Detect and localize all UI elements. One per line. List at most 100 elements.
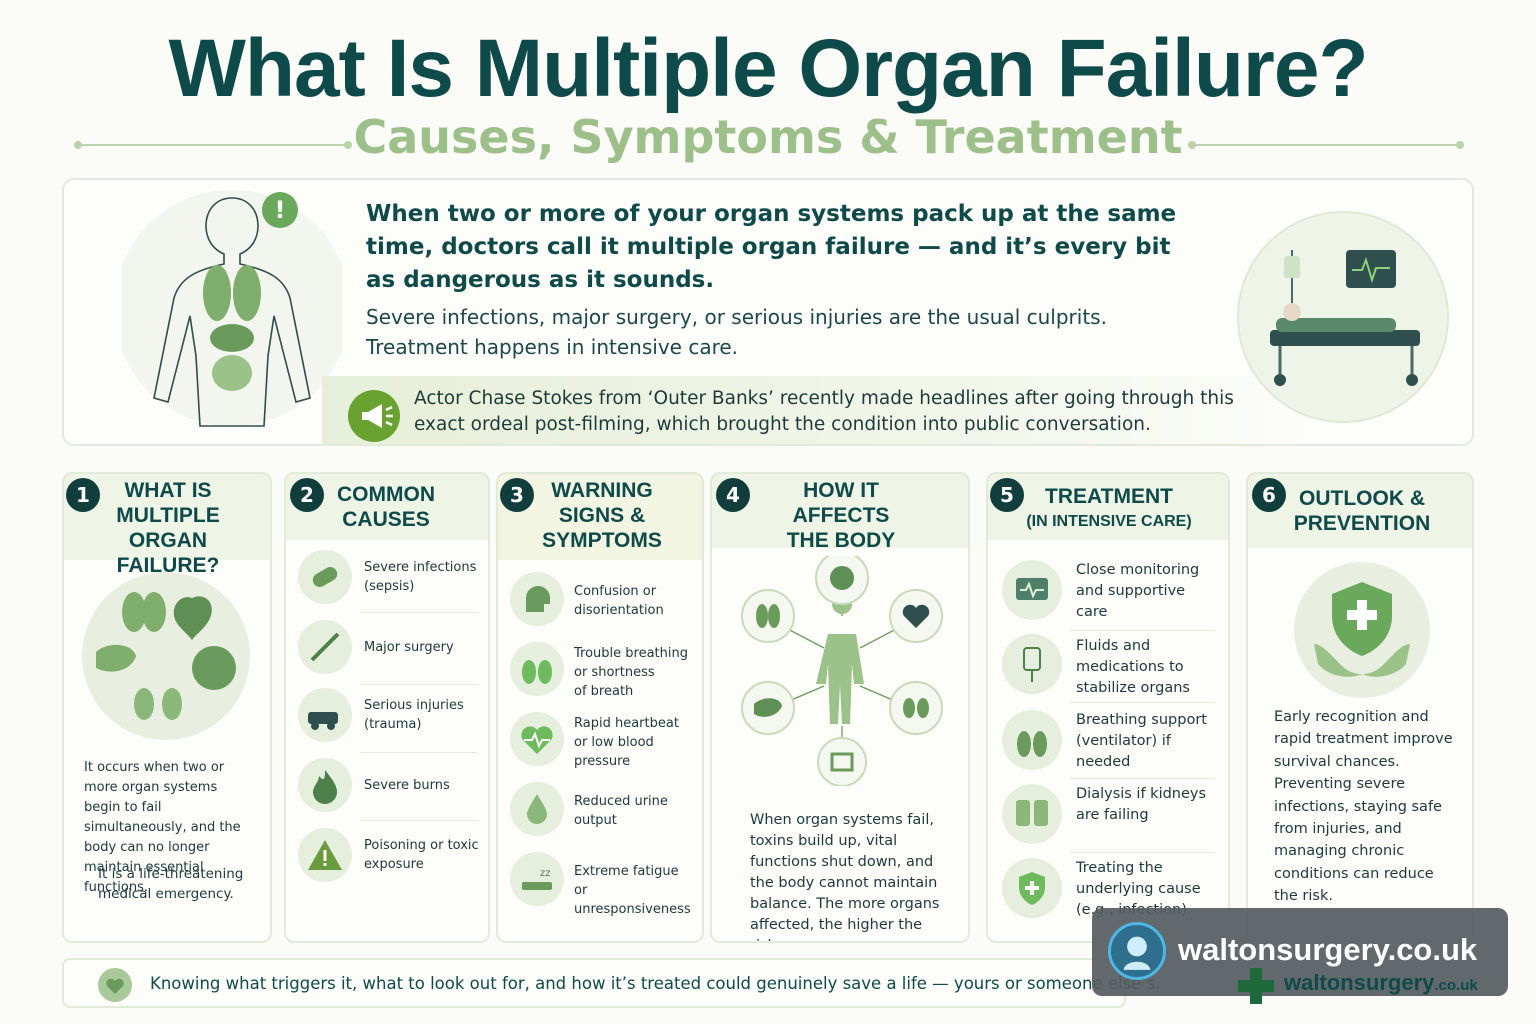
brain-head-icon	[510, 572, 564, 626]
intro-body-line: Treatment happens in intensive care.	[366, 335, 739, 359]
cause-item: Poisoning or toxic exposure	[298, 828, 484, 888]
section-description: When organ systems fail, toxins build up…	[750, 812, 940, 941]
treatment-label: Dialysis if kidneys are failing	[1076, 786, 1207, 823]
drop-icon	[510, 782, 564, 836]
section-header	[1248, 474, 1472, 548]
cause-item: Serious injuries (trauma)	[298, 688, 484, 748]
section-what-is: 1 WHAT IS MULTIPLE ORGAN FAILURE? It occ…	[62, 472, 272, 943]
treatment-item: Dialysis if kidneys are failing	[1002, 784, 1222, 848]
megaphone-icon	[348, 390, 400, 442]
surgery-logo-icon	[1108, 922, 1166, 980]
symptom-line: Extreme fatigue	[574, 864, 679, 879]
watermark-text: waltonsurgery.co.uk	[1178, 932, 1478, 967]
flame-icon	[298, 758, 352, 812]
cause-label: Poisoning or toxic exposure	[364, 838, 479, 872]
car-crash-icon	[298, 688, 352, 742]
divider	[360, 684, 478, 685]
alert-icon: !	[262, 192, 298, 228]
cause-label: Major surgery	[364, 640, 454, 655]
cross-logo-icon	[1238, 968, 1274, 1004]
section-number: 1	[66, 478, 100, 512]
cause-item: Severe infections (sepsis)	[298, 550, 484, 610]
cause-item: Major surgery	[298, 620, 484, 680]
section-number: 4	[716, 478, 750, 512]
symptom-label: Extreme fatigue or unresponsiveness	[574, 862, 702, 919]
section-title: TREATMENT (IN INTENSIVE CARE)	[1024, 484, 1194, 534]
symptom-line: Reduced urine	[574, 794, 668, 809]
symptom-line: or unresponsiveness	[574, 883, 691, 917]
symptom-label: Trouble breathing or shortness of breath	[574, 644, 702, 701]
section-title: HOW IT AFFECTS THE BODY	[786, 479, 896, 552]
ventilator-icon	[1002, 710, 1062, 770]
section-title: COMMON CAUSES	[337, 483, 435, 531]
symptom-label: Confusion or disorientation	[574, 582, 702, 620]
section-number: 5	[990, 478, 1024, 512]
symptom-item: Reduced urine output	[510, 782, 702, 842]
symptom-item: Confusion or disorientation	[510, 572, 702, 630]
watermark-subtext: waltonsurgery.co.uk	[1284, 970, 1478, 996]
svg-text:zz: zz	[540, 868, 551, 879]
organs-icon	[96, 592, 236, 720]
symptom-item: Rapid heartbeat or low blood pressure	[510, 712, 702, 772]
treatment-label: Close monitoring and supportive care	[1076, 562, 1200, 620]
divider	[1070, 630, 1214, 631]
page-title: What Is Multiple Organ Failure?	[168, 23, 1368, 114]
dialysis-icon	[1002, 784, 1062, 844]
hands-shield-icon	[1294, 562, 1430, 698]
watermark-badge: waltonsurgery.co.uk	[1092, 908, 1508, 996]
treatment-label: Breathing support (ventilator) if needed	[1076, 712, 1207, 770]
treatment-item: Close monitoring and supportive care	[1002, 560, 1222, 624]
section-title: WHAT IS MULTIPLE ORGAN FAILURE?	[116, 479, 220, 577]
symptom-item: zz Extreme fatigue or unresponsiveness	[510, 852, 702, 917]
section-emphasis: It is a life-threatening medical emergen…	[98, 866, 244, 902]
symptom-line: of breath	[574, 684, 634, 699]
cause-label: Serious injuries (trauma)	[364, 698, 464, 732]
bacteria-icon	[298, 550, 352, 604]
icu-bed-icon	[1237, 211, 1449, 423]
section-number: 3	[500, 478, 534, 512]
divider	[1070, 778, 1214, 779]
symptom-line: pressure	[574, 754, 631, 769]
treatment-label: Fluids and medications to stabilize orga…	[1076, 638, 1190, 696]
section-title-main: TREATMENT	[1045, 485, 1173, 508]
symptom-item: Trouble breathing or shortness of breath	[510, 642, 702, 702]
section-body-effects: 4 HOW IT AFFECTS THE BODY When organ sys…	[710, 472, 970, 943]
treatment-item: Breathing support (ventilator) if needed	[1002, 710, 1222, 774]
page-subtitle: Causes, Symptoms & Treatment	[353, 110, 1183, 164]
symptom-label: Rapid heartbeat or low blood pressure	[574, 714, 702, 771]
scalpel-icon	[298, 620, 352, 674]
section-title: WARNING SIGNS & SYMPTOMS	[542, 479, 662, 552]
intro-panel: ! When two or more of your organ systems…	[62, 178, 1474, 446]
section-symptoms: 3 WARNING SIGNS & SYMPTOMS Confusion or …	[496, 472, 704, 943]
footer-banner: Knowing what triggers it, what to look o…	[62, 958, 1160, 1008]
subtitle-divider-left	[74, 141, 352, 149]
symptom-line: or low blood	[574, 735, 654, 750]
iv-drip-icon	[1002, 634, 1062, 694]
section-description: Early recognition and rapid treatment im…	[1274, 709, 1453, 905]
section-outlook: 6 OUTLOOK & PREVENTION Early recognition…	[1246, 472, 1474, 943]
heart-icon	[98, 968, 132, 1002]
section-causes: 2 COMMON CAUSES Severe infections (sepsi…	[284, 472, 490, 943]
cause-item: Severe burns	[298, 758, 484, 818]
body-organs-diagram	[741, 556, 943, 786]
sleep-icon: zz	[510, 852, 564, 906]
divider	[1070, 702, 1214, 703]
footer-text: Knowing what triggers it, what to look o…	[150, 974, 1161, 993]
human-organs-icon	[122, 190, 342, 427]
watermark-sub-main: waltonsurgery	[1284, 970, 1435, 995]
symptom-line: or shortness	[574, 665, 655, 680]
section-number: 6	[1252, 478, 1286, 512]
symptom-label: Reduced urine output	[574, 792, 702, 830]
section-header	[712, 474, 968, 548]
celebrity-note-band	[322, 376, 1312, 444]
symptom-line: Confusion or	[574, 584, 657, 599]
intro-body-line: Severe infections, major surgery, or ser…	[366, 305, 1107, 329]
heartbeat-icon	[510, 712, 564, 766]
cause-label: Severe infections (sepsis)	[364, 560, 477, 594]
divider	[360, 752, 478, 753]
intro-body: Severe infections, major surgery, or ser…	[366, 302, 1186, 362]
warning-icon	[298, 828, 352, 882]
divider	[360, 612, 478, 613]
intro-headline: When two or more of your organ systems p…	[366, 201, 1177, 293]
lungs-icon	[510, 642, 564, 696]
